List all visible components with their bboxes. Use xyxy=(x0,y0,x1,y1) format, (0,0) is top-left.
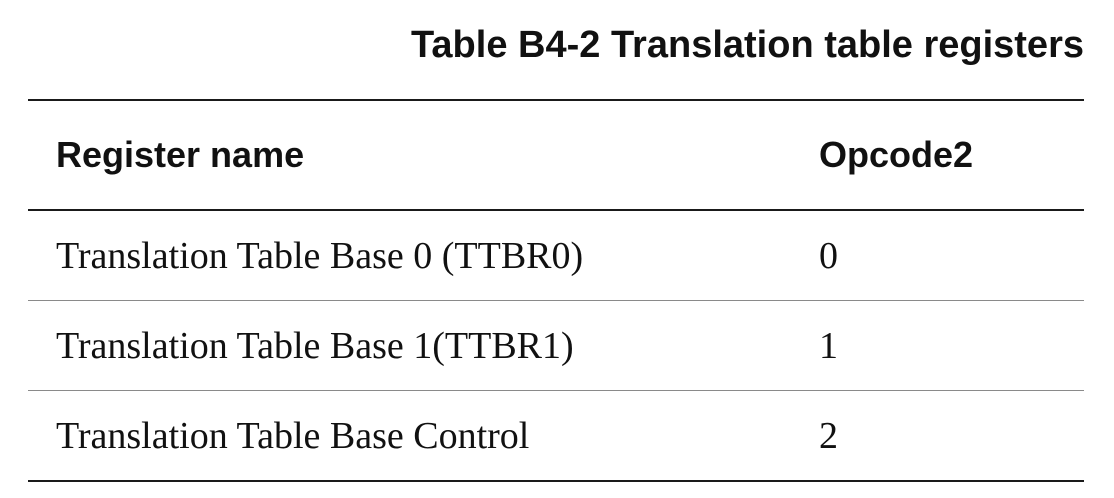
table-bottom-rule xyxy=(28,480,1084,482)
register-name-cell: Translation Table Base 0 (TTBR0) xyxy=(56,234,584,277)
register-name-cell: Translation Table Base Control xyxy=(56,414,530,457)
table-row: Translation Table Base 1(TTBR1) 1 xyxy=(28,301,1084,390)
table-header-row: Register name Opcode2 xyxy=(28,101,1084,209)
translation-table: Register name Opcode2 Translation Table … xyxy=(28,99,1084,482)
opcode2-cell: 1 xyxy=(819,324,838,367)
header-register-name: Register name xyxy=(56,134,305,175)
table-title: Table B4-2 Translation table registers xyxy=(411,24,1084,66)
table-top-rule xyxy=(28,99,1084,101)
header-bottom-rule xyxy=(28,209,1084,211)
table-row: Translation Table Base Control 2 xyxy=(28,391,1084,480)
row-divider xyxy=(28,300,1084,301)
header-opcode2: Opcode2 xyxy=(819,134,974,175)
opcode2-cell: 2 xyxy=(819,414,838,457)
opcode2-cell: 0 xyxy=(819,234,838,277)
row-divider xyxy=(28,390,1084,391)
table-row: Translation Table Base 0 (TTBR0) 0 xyxy=(28,211,1084,300)
register-name-cell: Translation Table Base 1(TTBR1) xyxy=(56,324,574,367)
